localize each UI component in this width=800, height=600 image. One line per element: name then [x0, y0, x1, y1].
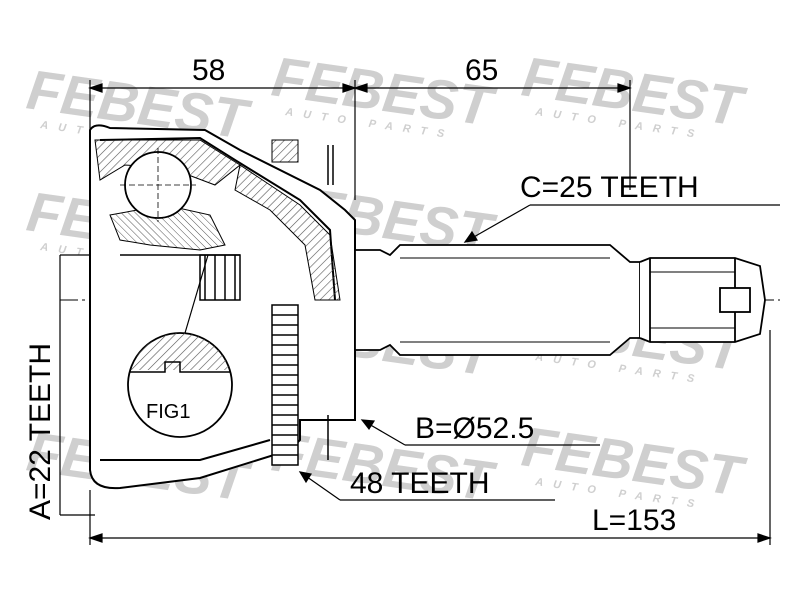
overall-length-label: L=153 — [592, 504, 676, 537]
fig1-detail: FIG1 — [127, 254, 233, 438]
abs-teeth-label: 48 TEETH — [350, 467, 490, 500]
fig1-label: FIG1 — [146, 401, 190, 423]
c-spline-label: C=25 TEETH — [520, 171, 699, 204]
leader-lines — [298, 204, 780, 501]
dim-65-label: 65 — [465, 54, 498, 87]
b-diameter-label: B=Ø52.5 — [415, 412, 534, 445]
dimension-lines — [59, 80, 772, 545]
a-spline-label: A=22 TEETH — [24, 343, 57, 520]
dim-58-label: 58 — [192, 54, 225, 87]
inner-race — [120, 254, 241, 301]
retainer-plates — [327, 145, 334, 460]
stub-shaft — [354, 244, 766, 356]
abs-ring — [271, 304, 299, 466]
